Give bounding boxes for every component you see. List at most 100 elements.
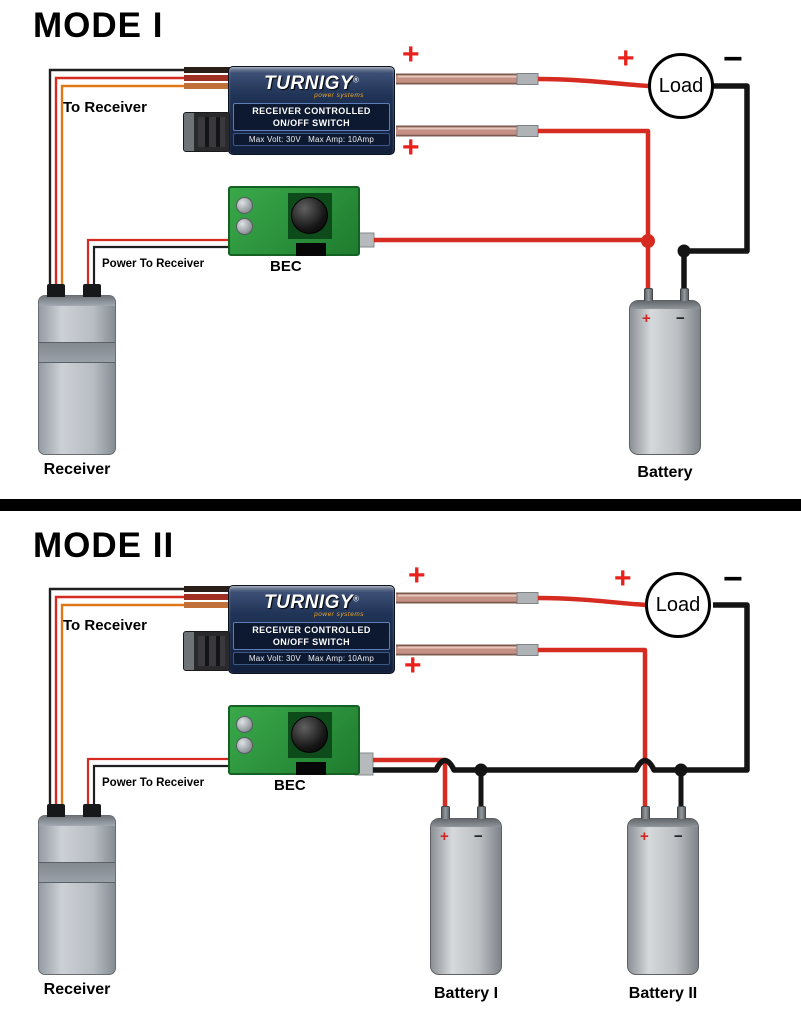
switch-brand: TURNIGY® power systems: [229, 67, 394, 103]
ferrule: [516, 125, 539, 137]
minus-mark: −: [723, 560, 743, 598]
battery-plus-mark: +: [640, 828, 649, 845]
receiver-port: [47, 804, 65, 817]
turnigy-logo: TURNIGY: [264, 73, 354, 94]
battery: + −: [629, 288, 701, 455]
plus-mark: +: [617, 42, 635, 75]
switch-title-line2: ON/OFF SWITCH: [272, 637, 351, 648]
signal-wire-red: [54, 76, 230, 293]
mode2-title: MODE II: [33, 526, 175, 565]
bec-to-receiver-wire-black: [92, 764, 228, 812]
receiver-port: [83, 804, 101, 817]
capacitor: [236, 716, 253, 733]
battery-minus-mark: −: [674, 828, 683, 845]
battery-plus-mark: +: [642, 310, 651, 327]
switch-title-panel: RECEIVER CONTROLLED ON/OFF SWITCH: [233, 622, 390, 651]
power-to-receiver-label: Power To Receiver: [102, 258, 205, 270]
signal-wire-orange: [60, 84, 230, 293]
mode2-wiring: [48, 586, 750, 812]
bec-label: BEC: [274, 777, 306, 794]
plus-mark: +: [408, 559, 426, 592]
receiver-band: [39, 342, 115, 363]
plus-mark: +: [402, 38, 420, 71]
section-divider: [0, 499, 801, 511]
junction-dot-black: [674, 763, 688, 777]
junction-dot-black: [474, 763, 488, 777]
onoff-switch-module: TURNIGY® power systems RECEIVER CONTROLL…: [228, 66, 395, 155]
battery2-label: Battery II: [628, 985, 698, 1002]
servo-connector: [183, 112, 230, 152]
battery-2: + −: [627, 806, 699, 975]
battery-terminal-negative: [477, 806, 486, 819]
signal-wire-black: [48, 587, 230, 812]
switch-title-line1: RECEIVER CONTROLLED: [252, 625, 371, 635]
mode1-wiring: [48, 67, 750, 293]
battery-wire-red: [538, 128, 651, 290]
receiver-port: [47, 284, 65, 297]
receiver: [38, 284, 116, 455]
bec-module: [228, 705, 360, 775]
ferrule: [516, 73, 539, 85]
output-slot: [296, 243, 326, 256]
battery-terminal-negative: [677, 806, 686, 819]
output-slot: [296, 762, 326, 775]
load-wire-red: [537, 76, 651, 89]
registered-mark: ®: [353, 75, 359, 85]
battery-minus-mark: −: [474, 828, 483, 845]
switch-brand: TURNIGY® power systems: [229, 586, 394, 622]
battery-minus-mark: −: [676, 310, 685, 327]
battery-plus-mark: +: [440, 828, 449, 845]
signal-wire-red: [54, 595, 230, 812]
receiver: [38, 804, 116, 975]
capacitor: [236, 197, 253, 214]
switch-specs: Max Volt: 30V Max Amp: 10Amp: [233, 133, 390, 147]
switch-specs: Max Volt: 30V Max Amp: 10Amp: [233, 652, 390, 666]
ground-wire-black: [681, 83, 750, 290]
ferrule: [516, 644, 539, 656]
capacitor: [236, 737, 253, 754]
junction-dot-red: [641, 234, 655, 248]
junction-dot-black: [677, 244, 691, 258]
load-label: Load: [658, 74, 704, 97]
ferrule: [516, 592, 539, 604]
capacitor: [236, 218, 253, 235]
battery-terminal-negative: [680, 288, 689, 301]
receiver-label: Receiver: [43, 981, 111, 998]
inductor: [291, 716, 328, 753]
power-to-receiver-label: Power To Receiver: [102, 777, 205, 789]
battery-1: + −: [430, 806, 502, 975]
bec-module: [228, 186, 360, 256]
plus-mark: +: [404, 649, 422, 682]
registered-mark: ®: [353, 594, 359, 604]
battery-terminal-positive: [644, 288, 653, 301]
servo-connector: [183, 631, 230, 671]
to-receiver-label: To Receiver: [63, 617, 147, 634]
load-label: Load: [655, 593, 701, 616]
signal-wire-black: [48, 68, 230, 293]
bec-to-receiver-wire-red: [86, 238, 228, 293]
receiver-label: Receiver: [43, 461, 111, 478]
onoff-switch-module: TURNIGY® power systems RECEIVER CONTROLL…: [228, 585, 395, 674]
load-wire-red: [537, 595, 648, 608]
to-receiver-label: To Receiver: [63, 99, 147, 116]
bec-to-receiver-wire-black: [92, 245, 228, 293]
bec-to-receiver-wire-red: [86, 757, 228, 812]
plus-mark: +: [402, 131, 420, 164]
mode1-title: MODE I: [33, 6, 164, 45]
ground-wire-black: [373, 602, 750, 773]
switch-title-panel: RECEIVER CONTROLLED ON/OFF SWITCH: [233, 103, 390, 132]
load: Load: [648, 53, 714, 119]
battery-terminal-positive: [641, 806, 650, 819]
power-systems-tagline: power systems: [314, 92, 364, 99]
battery-terminal-positive: [441, 806, 450, 819]
receiver-port: [83, 284, 101, 297]
battery2-wire-red: [538, 647, 648, 810]
inductor: [291, 197, 328, 234]
switch-title-line2: ON/OFF SWITCH: [272, 118, 351, 129]
signal-wire-orange: [60, 603, 230, 812]
receiver-band: [39, 862, 115, 883]
plus-mark: +: [614, 562, 632, 595]
minus-mark: −: [723, 40, 743, 78]
